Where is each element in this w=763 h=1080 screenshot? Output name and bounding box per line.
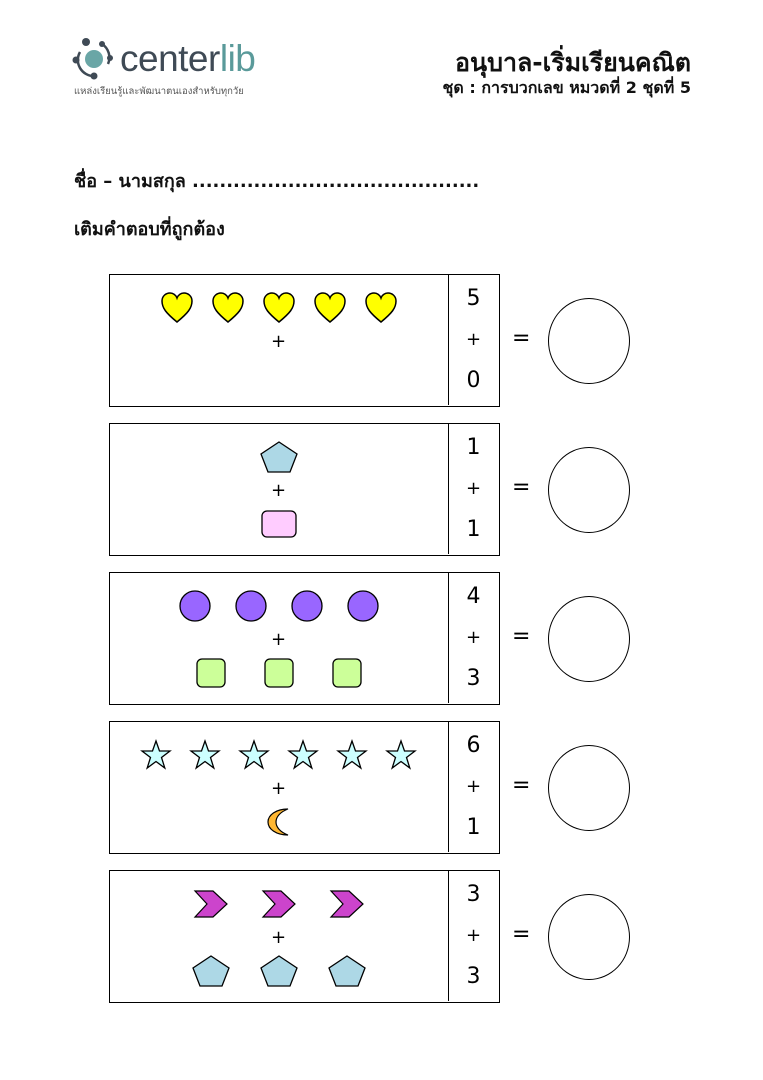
addend-a: 1 bbox=[466, 435, 481, 460]
green-square-icon bbox=[263, 657, 295, 689]
problem-box bbox=[109, 721, 500, 854]
plus-sign: + bbox=[465, 478, 482, 499]
number-column: 6 + 1 bbox=[448, 721, 498, 852]
pentagon-icon bbox=[327, 954, 367, 988]
answer-circle[interactable] bbox=[548, 298, 630, 384]
problem-row: + 3 + 3 = bbox=[109, 870, 630, 1003]
heart-icon bbox=[211, 291, 245, 325]
plus-sign: + bbox=[465, 776, 482, 797]
centerlib-logo: centerlib แหล่งเรียนรู้และพัฒนาตนเองสำหร… bbox=[72, 36, 256, 99]
plus-sign: + bbox=[465, 627, 482, 648]
purple-circle-icon bbox=[234, 589, 268, 623]
top-shapes bbox=[178, 586, 380, 626]
chevron-icon bbox=[193, 889, 229, 919]
green-square-icon bbox=[331, 657, 363, 689]
addend-b: 3 bbox=[466, 964, 481, 989]
picture-area: + bbox=[109, 870, 448, 1001]
top-shapes bbox=[160, 288, 398, 328]
pentagon-icon bbox=[191, 954, 231, 988]
picture-area: + bbox=[109, 423, 448, 554]
top-shapes bbox=[193, 884, 365, 924]
top-shapes bbox=[140, 735, 417, 775]
star-icon bbox=[336, 739, 368, 771]
top-shapes bbox=[259, 437, 299, 477]
problem-box bbox=[109, 870, 500, 1003]
addend-a: 5 bbox=[466, 286, 481, 311]
picture-area: + bbox=[109, 572, 448, 703]
plus-sign: + bbox=[270, 330, 287, 352]
pentagon-icon bbox=[259, 954, 299, 988]
worksheet-subtitle: ชุด : การบวกเลข หมวดที่ 2 ชุดที่ 5 bbox=[442, 78, 691, 97]
equals-sign: = bbox=[512, 922, 531, 947]
pink-rect-icon bbox=[260, 509, 298, 539]
plus-sign: + bbox=[270, 628, 287, 650]
problem-row: + 1 + 1 = bbox=[109, 423, 630, 556]
problem-box bbox=[109, 423, 500, 556]
purple-circle-icon bbox=[178, 589, 212, 623]
addend-b: 3 bbox=[466, 666, 481, 691]
problem-row: + 5 + 0 = bbox=[109, 274, 630, 407]
number-column: 1 + 1 bbox=[448, 423, 498, 554]
equals-sign: = bbox=[512, 475, 531, 500]
equals-sign: = bbox=[512, 326, 531, 351]
picture-area: + bbox=[109, 721, 448, 852]
chevron-icon bbox=[261, 889, 297, 919]
problem-box bbox=[109, 274, 500, 407]
worksheet-header: อนุบาล-เริ่มเรียนคณิต ชุด : การบวกเลข หม… bbox=[443, 48, 691, 98]
plus-sign: + bbox=[465, 329, 482, 350]
heart-icon bbox=[364, 291, 398, 325]
star-icon bbox=[238, 739, 270, 771]
answer-circle[interactable] bbox=[548, 596, 630, 682]
problem-row: + 6 + 1 = bbox=[109, 721, 630, 854]
answer-circle[interactable] bbox=[548, 447, 630, 533]
heart-icon bbox=[313, 291, 347, 325]
green-square-icon bbox=[195, 657, 227, 689]
problem-row: + 4 + 3 = bbox=[109, 572, 630, 705]
logo-network-icon bbox=[72, 38, 113, 80]
purple-circle-icon bbox=[346, 589, 380, 623]
addend-a: 3 bbox=[466, 882, 481, 907]
addend-b: 1 bbox=[466, 815, 481, 840]
bottom-shapes bbox=[260, 504, 298, 544]
pentagon-icon bbox=[259, 440, 299, 474]
problem-box bbox=[109, 572, 500, 705]
answer-circle[interactable] bbox=[548, 894, 630, 980]
worksheet-title: อนุบาล-เริ่มเรียนคณิต bbox=[454, 48, 691, 77]
name-field-label[interactable]: ชื่อ – นามสกุล .........................… bbox=[74, 171, 480, 192]
number-column: 4 + 3 bbox=[448, 572, 498, 703]
number-column: 3 + 3 bbox=[448, 870, 498, 1001]
picture-area: + bbox=[109, 274, 448, 405]
instruction-text: เติมคำตอบที่ถูกต้อง bbox=[74, 219, 225, 240]
star-icon bbox=[189, 739, 221, 771]
addend-a: 4 bbox=[466, 584, 481, 609]
equals-sign: = bbox=[512, 773, 531, 798]
logo-text-lib: lib bbox=[219, 37, 256, 79]
logo-tagline: แหล่งเรียนรู้และพัฒนาตนเองสำหรับทุกวัย bbox=[74, 86, 244, 97]
bottom-shapes bbox=[195, 653, 363, 693]
heart-icon bbox=[160, 291, 194, 325]
star-icon bbox=[287, 739, 319, 771]
equals-sign: = bbox=[512, 624, 531, 649]
chevron-icon bbox=[329, 889, 365, 919]
bottom-shapes bbox=[262, 802, 296, 842]
plus-sign: + bbox=[270, 479, 287, 501]
number-column: 5 + 0 bbox=[448, 274, 498, 405]
heart-icon bbox=[262, 291, 296, 325]
addend-b: 0 bbox=[466, 368, 481, 393]
moon-icon bbox=[262, 805, 296, 839]
star-icon bbox=[385, 739, 417, 771]
logo-text-center: center bbox=[120, 37, 220, 79]
answer-circle[interactable] bbox=[548, 745, 630, 831]
plus-sign: + bbox=[270, 926, 287, 948]
addend-a: 6 bbox=[466, 733, 481, 758]
purple-circle-icon bbox=[290, 589, 324, 623]
plus-sign: + bbox=[270, 777, 287, 799]
addend-b: 1 bbox=[466, 517, 481, 542]
bottom-shapes bbox=[191, 951, 367, 991]
plus-sign: + bbox=[465, 925, 482, 946]
star-icon bbox=[140, 739, 172, 771]
